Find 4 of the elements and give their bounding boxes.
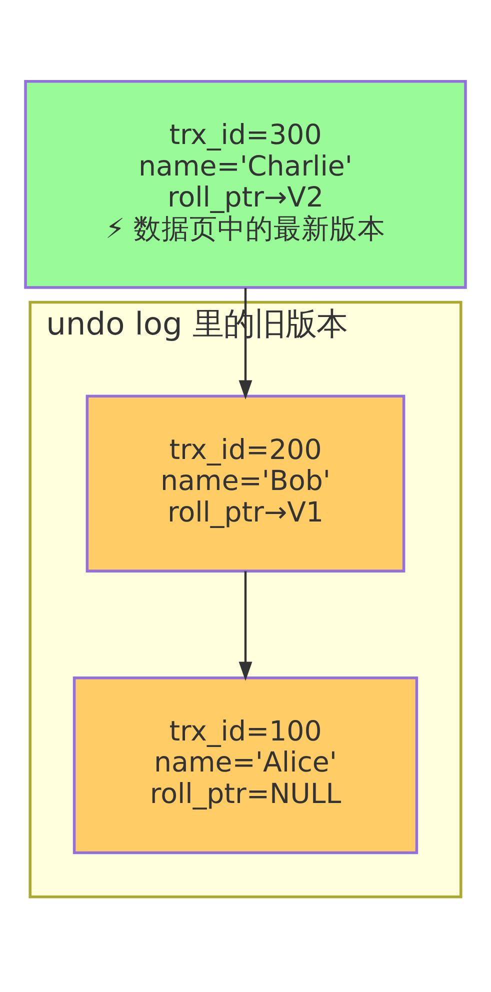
node-box: trx_id=300 name='Charlie' roll_ptr→V2 ⚡ 数据页中的最新版本 bbox=[24, 79, 467, 288]
node-box: trx_id=200 name='Bob' roll_ptr→V1 bbox=[86, 394, 406, 572]
node-box: trx_id=100 name='Alice' roll_ptr=NULL bbox=[72, 676, 418, 854]
arrow bbox=[238, 570, 252, 680]
